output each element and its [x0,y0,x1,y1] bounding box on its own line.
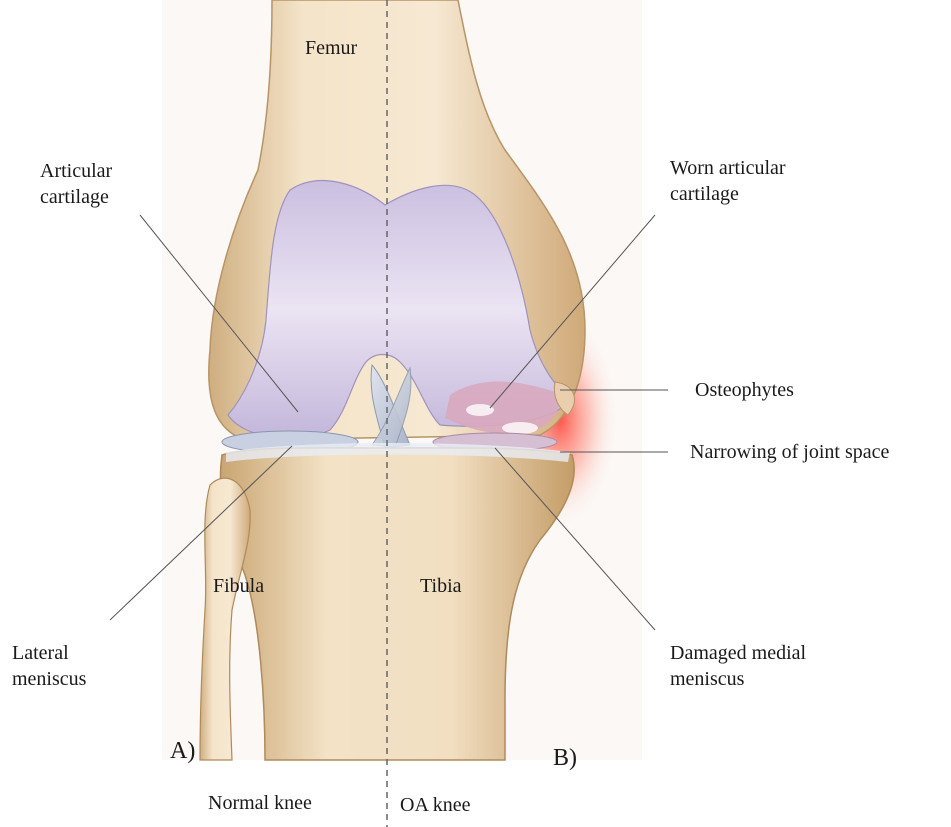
caption-normal-knee: Normal knee [208,790,312,816]
caption-oa-knee: OA knee [400,792,471,818]
label-narrowing-joint-space: Narrowing of joint space [690,439,889,465]
label-tibia: Tibia [420,573,462,599]
label-lateral-meniscus: Lateral meniscus [12,640,86,692]
label-worn-articular-cartilage: Worn articular cartilage [670,155,786,207]
label-damaged-medial-meniscus: Damaged medial meniscus [670,640,806,692]
label-osteophytes: Osteophytes [695,377,794,403]
label-fibula: Fibula [213,573,264,599]
worn-spot [466,404,494,416]
panel-label-a: A) [170,738,195,764]
label-femur: Femur [305,35,357,61]
panel-label-b: B) [553,745,577,771]
worn-spot [502,422,538,434]
label-articular-cartilage: Articular cartilage [40,158,112,210]
